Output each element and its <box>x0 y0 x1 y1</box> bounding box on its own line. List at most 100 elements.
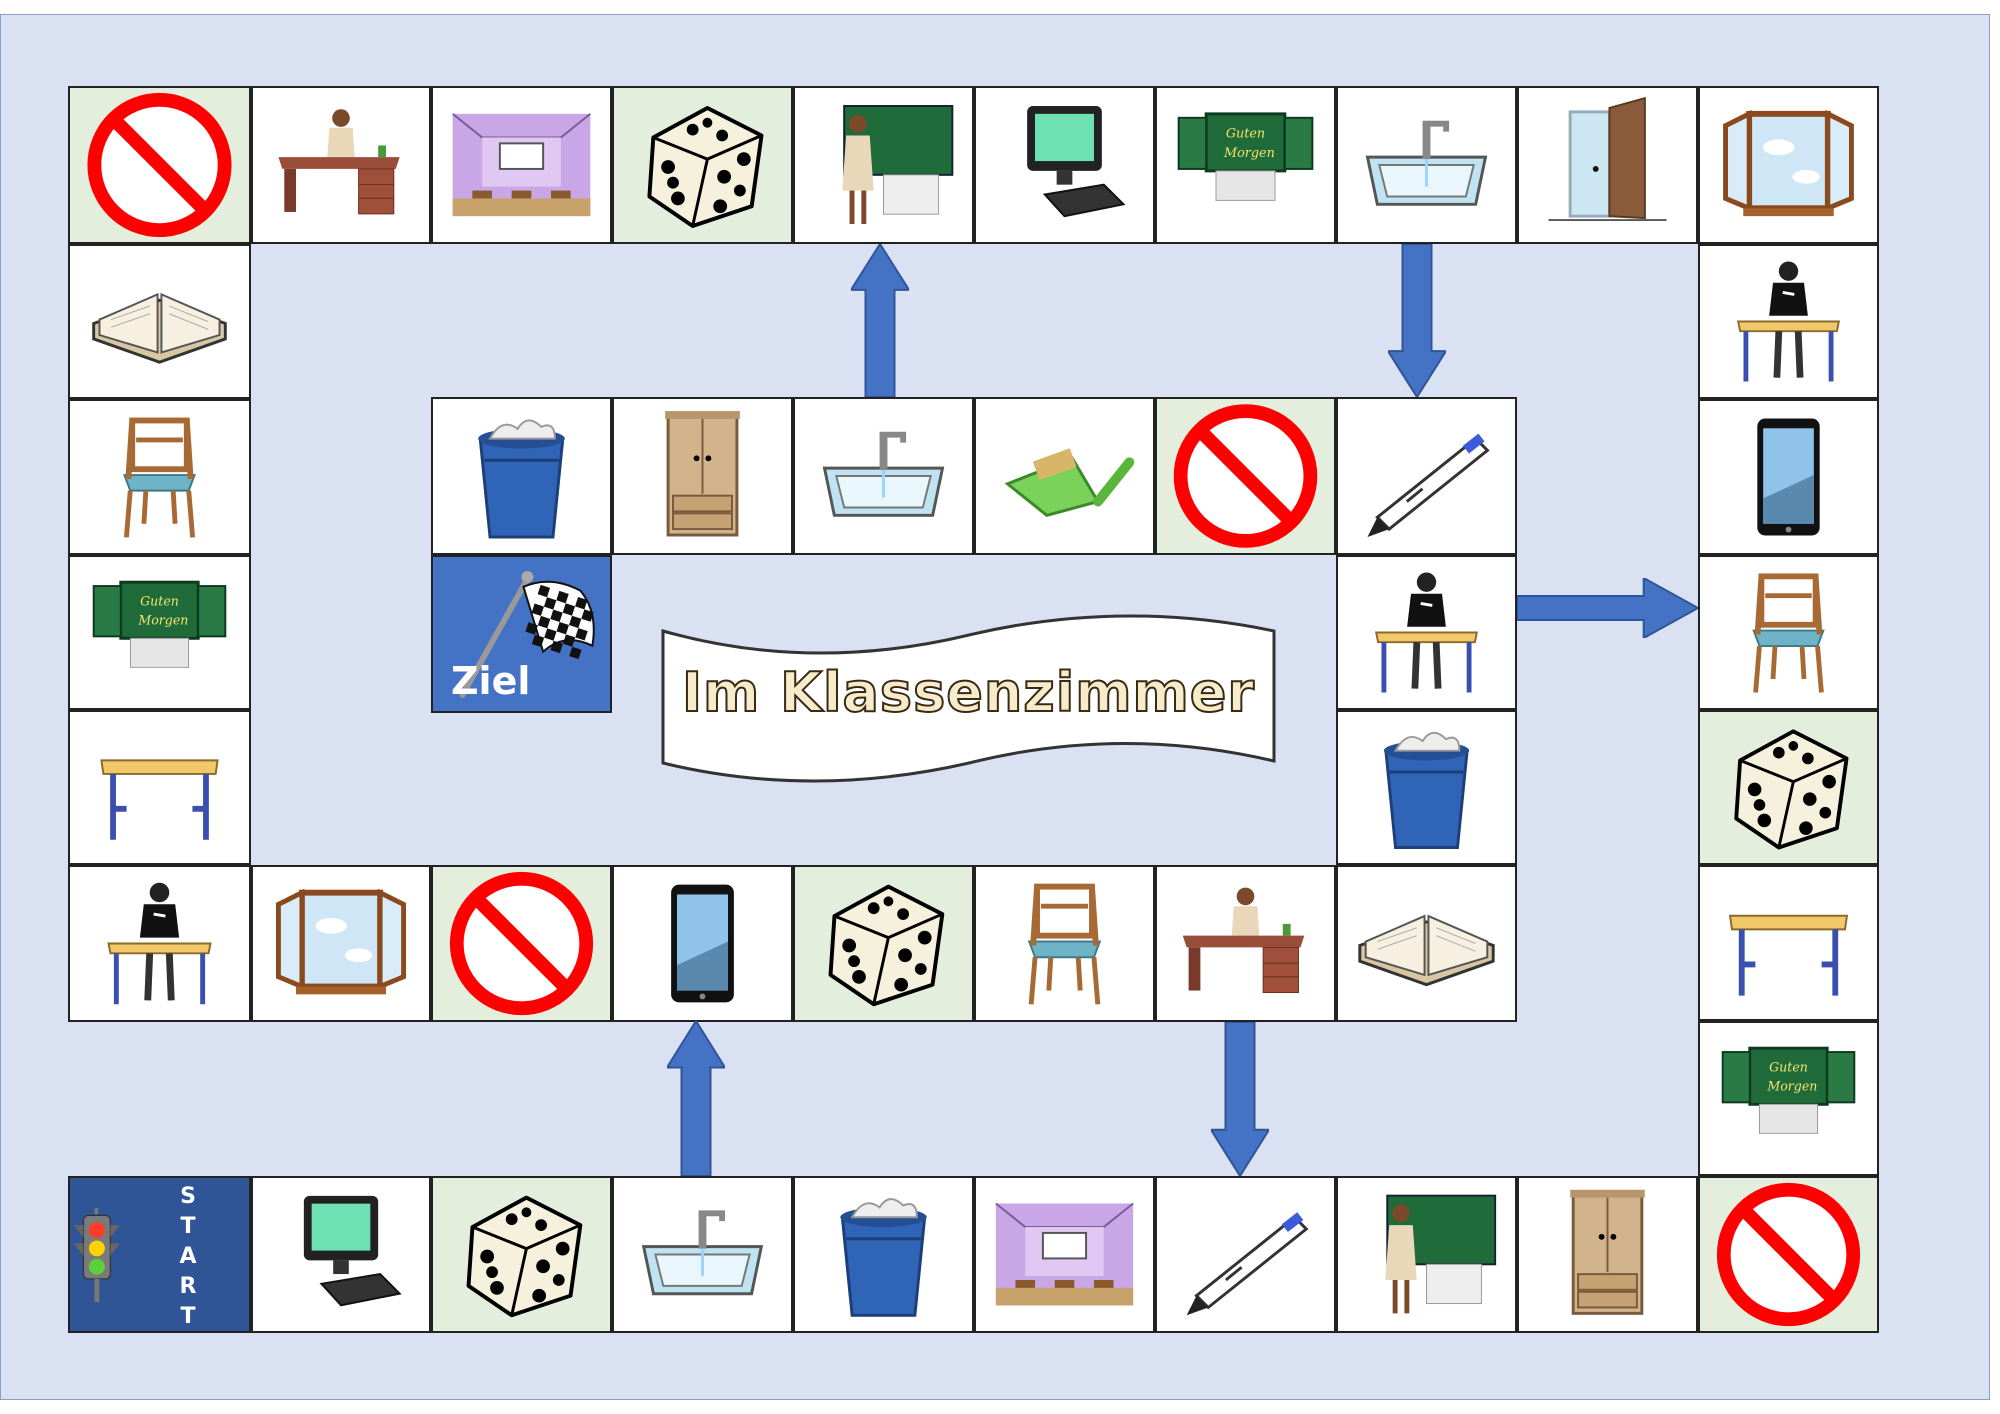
cell-22-teacher-at-board[interactable] <box>793 86 974 244</box>
cell-8-teacher-at-board[interactable] <box>1336 1176 1517 1333</box>
arrow-down-upper <box>1388 244 1446 397</box>
chalkboard-greeting-bottom: Morgen <box>137 613 188 628</box>
arrow-right-inner <box>1517 578 1698 638</box>
cell-21-computer[interactable] <box>974 86 1155 244</box>
cell-19-sink[interactable] <box>1336 86 1517 244</box>
arrow-up-upper <box>851 244 909 397</box>
sink-icon <box>1338 88 1515 242</box>
cell-35-dice[interactable] <box>793 865 974 1022</box>
cell-10-stop[interactable] <box>1698 1176 1879 1333</box>
dice-icon <box>795 867 972 1020</box>
sink-icon <box>795 399 972 553</box>
wastebasket-icon <box>795 1178 972 1331</box>
computer-icon <box>253 1178 429 1331</box>
student-desk-icon <box>1700 246 1877 397</box>
cell-26-stop[interactable] <box>68 86 251 244</box>
wastebasket-icon <box>1338 712 1515 863</box>
cell-13-dice[interactable] <box>1698 710 1879 865</box>
cell-39-wastebasket[interactable] <box>1336 710 1517 865</box>
teacher-board-icon <box>795 88 972 242</box>
student-desk-icon <box>70 867 249 1020</box>
book-icon <box>70 246 249 397</box>
tablet-icon <box>614 867 791 1020</box>
cell-16-student-at-desk[interactable] <box>1698 244 1879 399</box>
cell-42-stop[interactable] <box>1155 397 1336 555</box>
cell-6-classroom[interactable] <box>974 1176 1155 1333</box>
arrow-up-lower <box>667 1021 725 1176</box>
cupboard-icon <box>614 399 791 553</box>
chair-icon <box>1700 557 1877 708</box>
wastebasket-icon <box>433 399 610 553</box>
checkered-flag-icon <box>433 557 610 711</box>
stop-icon <box>70 88 249 242</box>
cell-31-student-at-desk[interactable] <box>68 865 251 1022</box>
cell-40-student-at-desk[interactable] <box>1336 555 1517 710</box>
cell-32-window[interactable] <box>251 865 431 1022</box>
cell-4-sink[interactable] <box>612 1176 793 1333</box>
cell-25-teacher-desk[interactable] <box>251 86 431 244</box>
cell-34-tablet[interactable] <box>612 865 793 1022</box>
cell-23-dice[interactable] <box>612 86 793 244</box>
dice-icon <box>614 88 791 242</box>
cell-30-table[interactable] <box>68 710 251 865</box>
marker-icon <box>1338 399 1515 553</box>
page-title: Im Klassenzimmer <box>681 660 1256 725</box>
chair-icon <box>976 867 1153 1020</box>
door-icon <box>1519 88 1696 242</box>
teacher-desk-icon <box>253 88 429 242</box>
traffic-light-icon <box>70 1178 180 1331</box>
chair-icon <box>70 401 249 553</box>
cell-1-start[interactable]: S T A R T <box>68 1176 251 1333</box>
cell-27-book[interactable] <box>68 244 251 399</box>
chalkboard-greeting-bottom: Morgen <box>1223 146 1275 161</box>
cell-38-book[interactable] <box>1336 865 1517 1022</box>
goal-label: Ziel <box>451 659 531 703</box>
stop-icon <box>1157 399 1334 553</box>
table-icon <box>1700 867 1877 1019</box>
cell-47-goal[interactable]: Ziel <box>431 555 612 713</box>
cell-3-dice[interactable] <box>431 1176 612 1333</box>
cell-15-tablet[interactable] <box>1698 399 1879 555</box>
stop-icon <box>1700 1178 1877 1331</box>
table-icon <box>70 712 249 863</box>
cell-28-chair[interactable] <box>68 399 251 555</box>
cell-41-marker[interactable] <box>1336 397 1517 555</box>
cell-36-chair[interactable] <box>974 865 1155 1022</box>
cell-2-computer[interactable] <box>251 1176 431 1333</box>
cell-9-cupboard[interactable] <box>1517 1176 1698 1333</box>
book-icon <box>1338 867 1515 1020</box>
window-icon <box>1700 88 1877 242</box>
cell-46-wastebasket[interactable] <box>431 397 612 555</box>
cell-17-window[interactable] <box>1698 86 1879 244</box>
cell-44-sink[interactable] <box>793 397 974 555</box>
teacher-desk-icon <box>1157 867 1334 1020</box>
cell-33-stop[interactable] <box>431 865 612 1022</box>
cell-24-classroom[interactable] <box>431 86 612 244</box>
cell-45-cupboard[interactable] <box>612 397 793 555</box>
classroom-icon <box>433 88 610 242</box>
dice-icon <box>1700 712 1877 863</box>
sink-icon <box>614 1178 791 1331</box>
cell-12-table[interactable] <box>1698 865 1879 1021</box>
teacher-board-icon <box>1338 1178 1515 1331</box>
computer-icon <box>976 88 1153 242</box>
title-banner <box>661 614 1276 783</box>
chalkboard-greeting-bottom: Morgen <box>1766 1079 1817 1094</box>
dice-icon <box>433 1178 610 1331</box>
cell-5-wastebasket[interactable] <box>793 1176 974 1333</box>
cell-18-door[interactable] <box>1517 86 1698 244</box>
arrow-down-lower <box>1211 1022 1269 1176</box>
cell-37-teacher-desk[interactable] <box>1155 865 1336 1022</box>
cell-14-chair[interactable] <box>1698 555 1879 710</box>
chalkboard-greeting-top: Guten <box>1226 126 1265 141</box>
cell-43-dustpan[interactable] <box>974 397 1155 555</box>
start-label: S T A R T <box>179 1184 197 1329</box>
cell-7-marker[interactable] <box>1155 1176 1336 1333</box>
classroom-icon <box>976 1178 1153 1331</box>
student-desk-icon <box>1338 557 1515 708</box>
